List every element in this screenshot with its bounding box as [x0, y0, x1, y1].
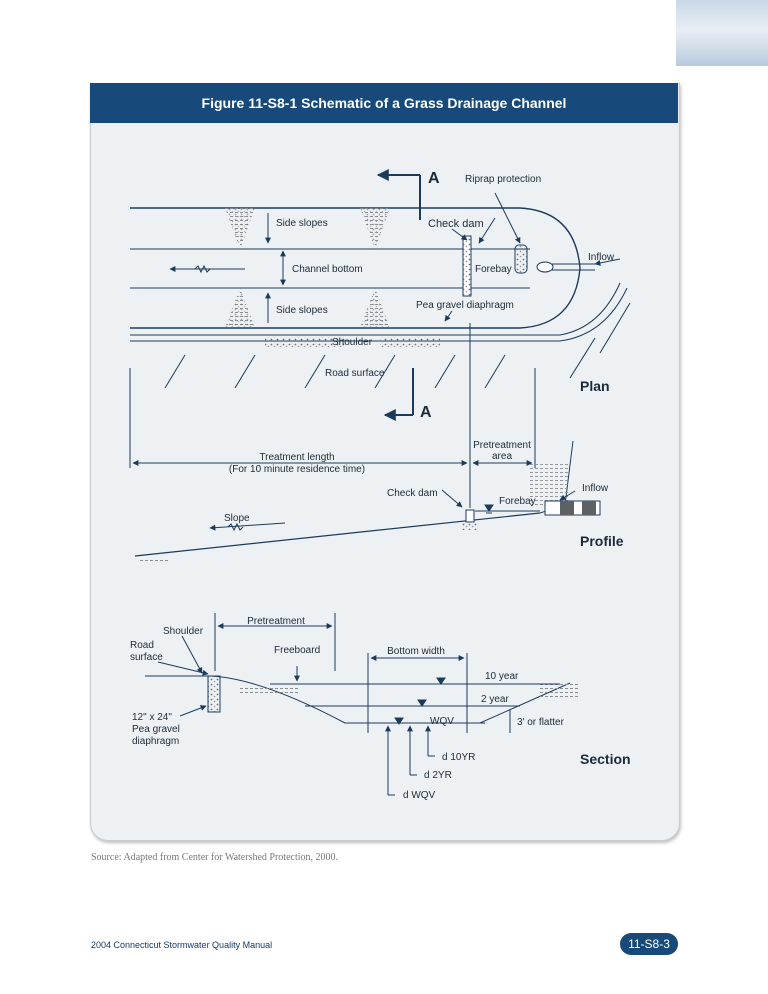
section-view	[145, 613, 578, 796]
wqv-label: WQV	[430, 716, 454, 727]
side-slopes-label-bottom: Side slopes	[276, 305, 328, 316]
diagram-canvas: A A Riprap protection Side slopes Check …	[129, 169, 631, 801]
residence-time-label: (For 10 minute residence time)	[229, 464, 365, 475]
profile-slope-label: Slope	[224, 513, 250, 524]
profile-inflow-label: Inflow	[582, 483, 609, 494]
section-marker-bottom: A	[420, 404, 432, 421]
inflow-label: Inflow	[588, 252, 615, 263]
check-dam-label: Check dam	[428, 218, 484, 230]
dwqv-label: d WQV	[403, 790, 436, 801]
d2-label: d 2YR	[424, 770, 452, 781]
ten-year-label: 10 year	[485, 671, 519, 682]
side-slopes-label-top: Side slopes	[276, 218, 328, 229]
diaphragm-label-2: Pea gravel	[132, 724, 180, 735]
road-surface-label: Road surface	[325, 368, 385, 379]
profile-check-dam-label: Check dam	[387, 488, 438, 499]
forebay-label: Forebay	[475, 264, 512, 275]
footer-manual-title: 2004 Connecticut Stormwater Quality Manu…	[91, 940, 273, 950]
page-number-badge: 11-S8-3	[620, 933, 678, 955]
channel-bottom-label: Channel bottom	[292, 264, 363, 275]
section-road-label-2: surface	[130, 652, 163, 663]
section-pretreatment-label: Pretreatment	[247, 616, 305, 627]
diaphragm-label-1: 12" x 24"	[132, 712, 172, 723]
figure-title: Figure 11-S8-1 Schematic of a Grass Drai…	[90, 83, 678, 123]
section-road-label-1: Road	[130, 640, 154, 651]
cloud-decoration	[676, 0, 768, 66]
treatment-length-label: Treatment length	[259, 452, 334, 463]
freeboard-label: Freeboard	[274, 645, 320, 656]
section-view-label: Section	[580, 751, 631, 767]
profile-view	[134, 440, 601, 563]
riprap-label: Riprap protection	[465, 174, 541, 185]
profile-forebay-label: Forebay	[499, 496, 536, 507]
side-slope-label: 3' or flatter	[517, 717, 565, 728]
section-marker-top: A	[428, 170, 440, 187]
two-year-label: 2 year	[481, 694, 509, 705]
pretreatment-area-label-2: area	[492, 451, 512, 462]
figure-source: Source: Adapted from Center for Watershe…	[91, 852, 339, 863]
section-shoulder-label: Shoulder	[163, 626, 204, 637]
pea-gravel-label: Pea gravel diaphragm	[416, 300, 514, 311]
pretreatment-area-label-1: Pretreatment	[473, 440, 531, 451]
profile-view-label: Profile	[580, 533, 624, 549]
shoulder-label: Shoulder	[332, 337, 373, 348]
bottom-width-label: Bottom width	[387, 646, 445, 657]
diaphragm-label-3: diaphragm	[132, 736, 179, 747]
plan-view-label: Plan	[580, 378, 610, 394]
d10-label: d 10YR	[442, 752, 475, 763]
plan-view	[129, 169, 631, 508]
